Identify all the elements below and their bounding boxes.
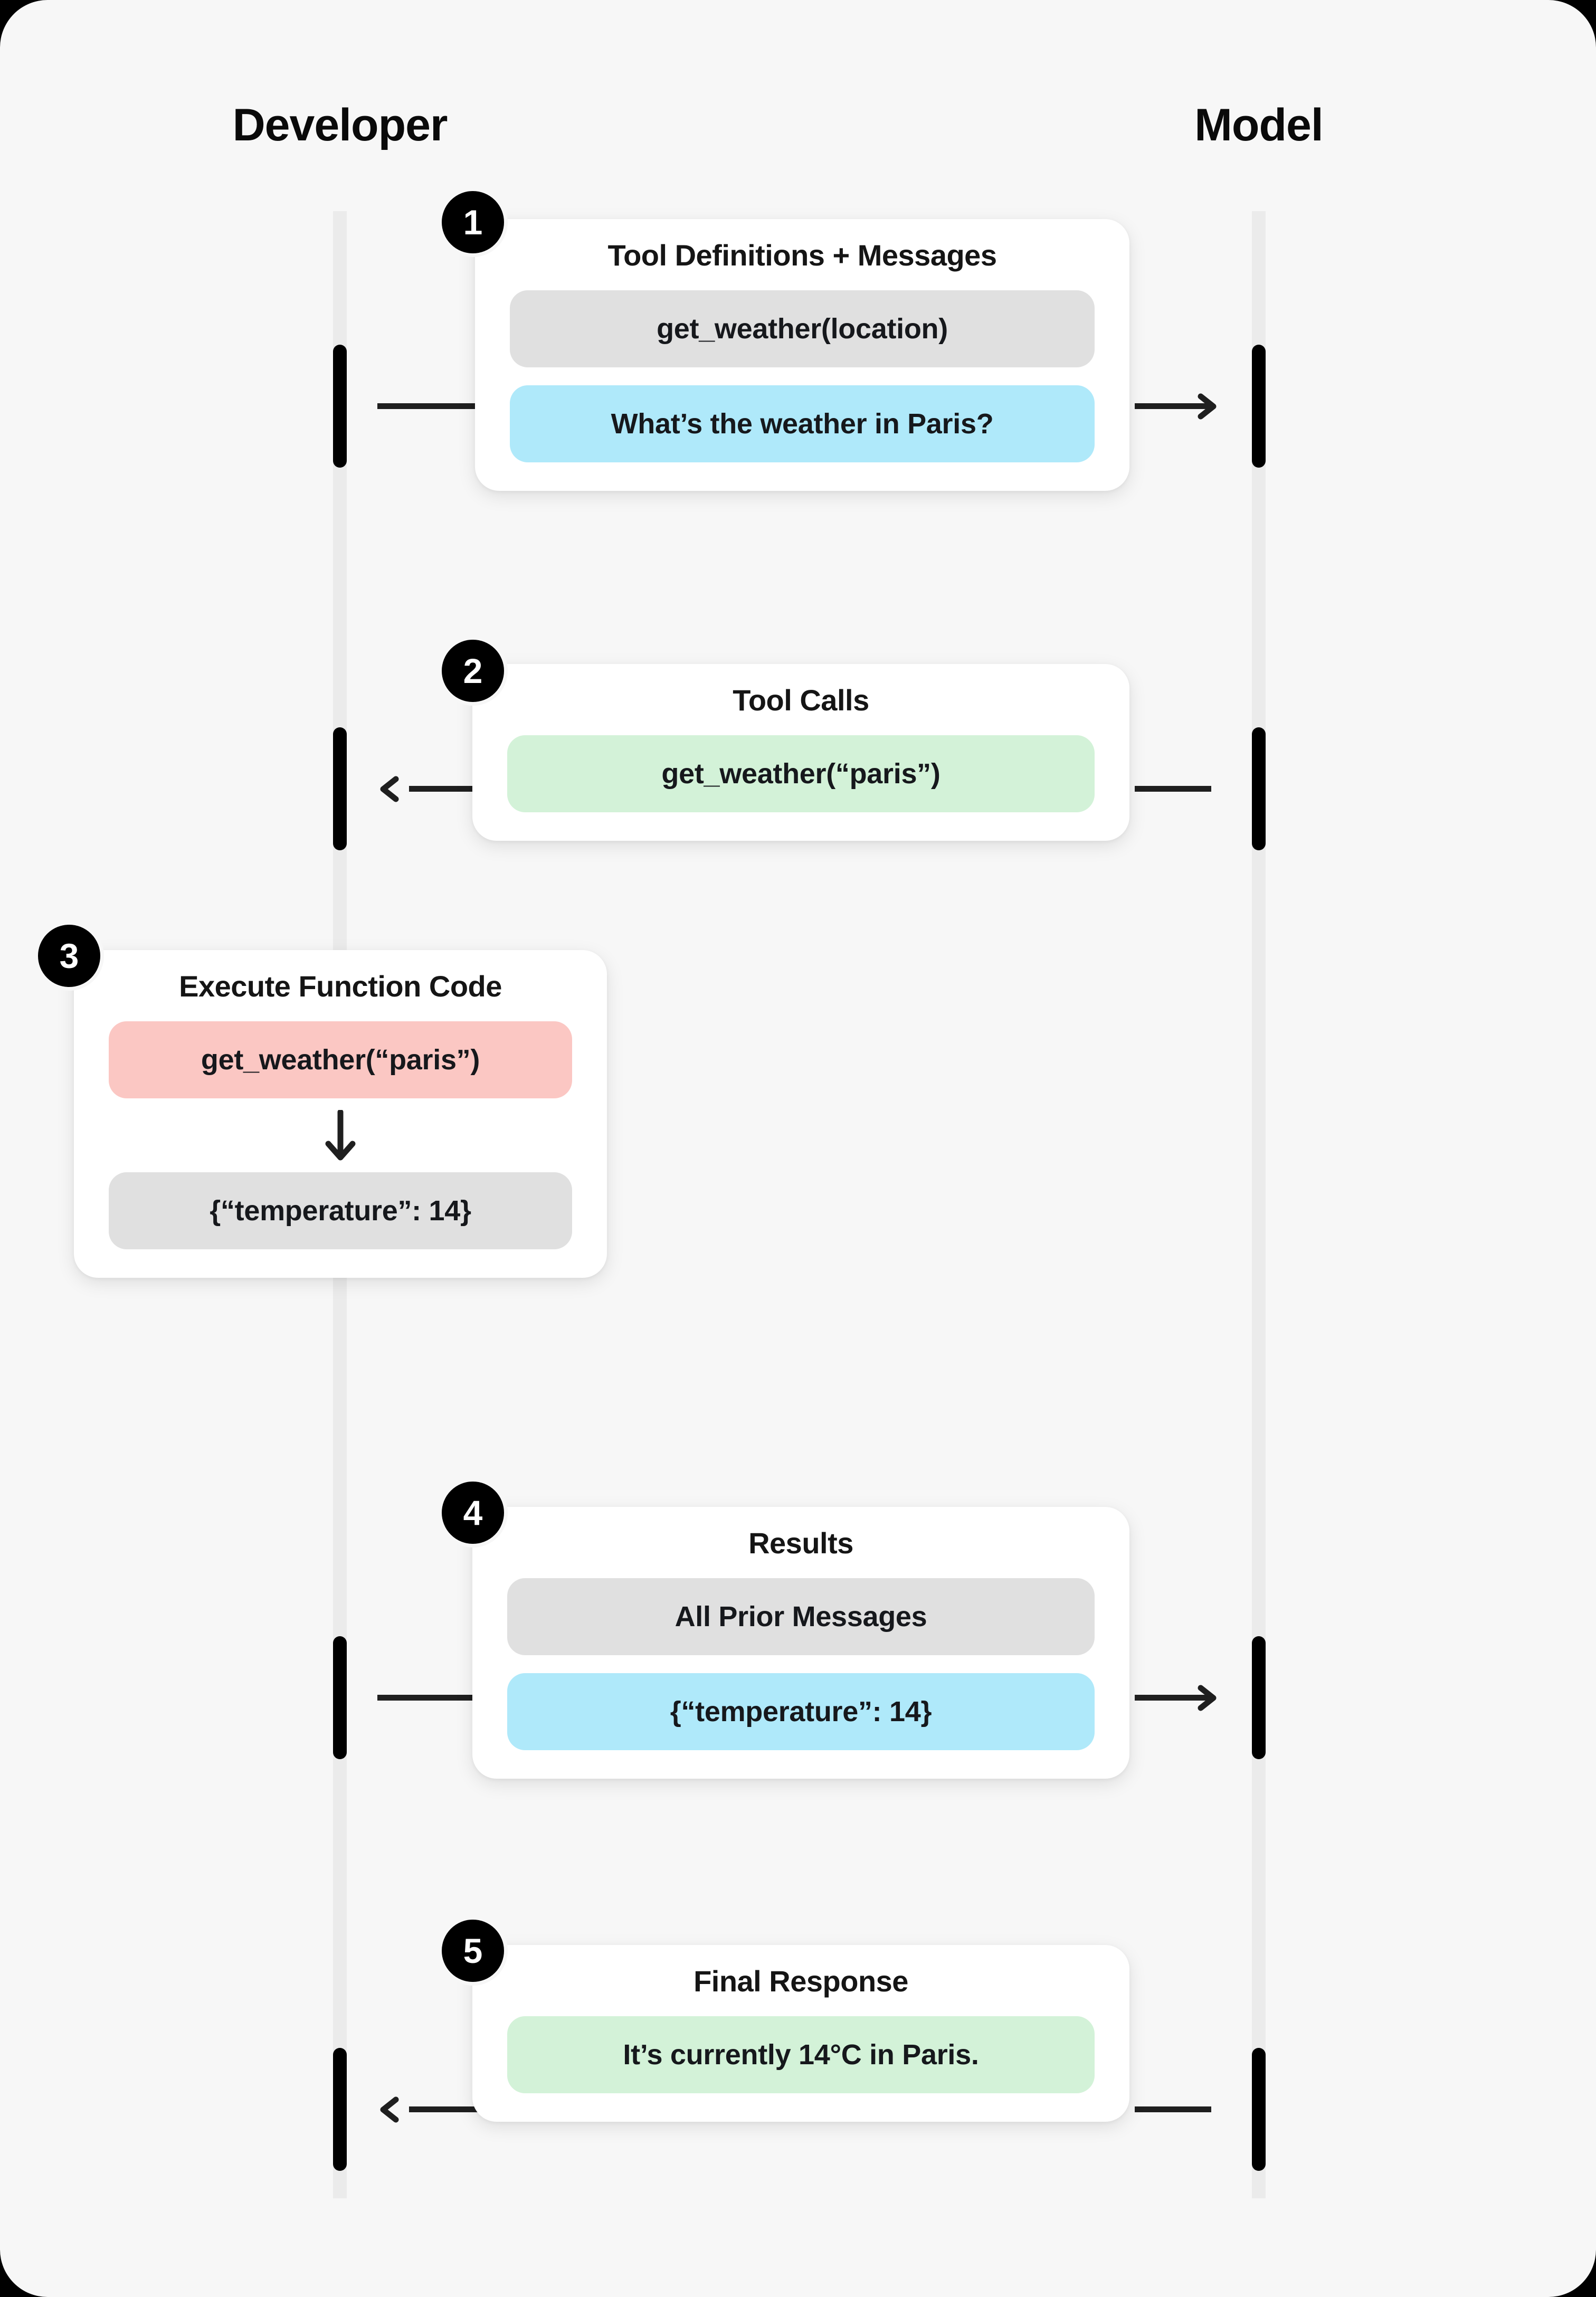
step-card-3[interactable]: Execute Function Code get_weather(“paris… xyxy=(74,950,607,1278)
activation-model-step-1 xyxy=(1252,345,1266,468)
step-badge-3-number: 3 xyxy=(59,936,79,975)
step-card-4-title: Results xyxy=(748,1526,853,1560)
activation-developer-step-4 xyxy=(333,1636,347,1759)
step-card-2-chip-1: get_weather(“paris”) xyxy=(507,735,1095,812)
connector-step-4 xyxy=(377,1695,496,1701)
lane-label-developer: Developer xyxy=(232,100,448,150)
connector-step-4-tail xyxy=(1135,1695,1209,1701)
step-badge-3: 3 xyxy=(34,921,104,991)
step-badge-1: 1 xyxy=(438,187,508,257)
lane-label-model: Model xyxy=(1194,100,1323,150)
step-card-4[interactable]: Results All Prior Messages {“temperature… xyxy=(472,1507,1129,1779)
step-card-3-chip-2: {“temperature”: 14} xyxy=(109,1172,572,1249)
step-card-5-title: Final Response xyxy=(694,1964,908,1998)
activation-model-step-4 xyxy=(1252,1636,1266,1759)
step-card-4-chip-1: All Prior Messages xyxy=(507,1578,1095,1655)
step-badge-5: 5 xyxy=(438,1916,508,1986)
step-card-1[interactable]: Tool Definitions + Messages get_weather(… xyxy=(475,219,1129,491)
step-badge-4: 4 xyxy=(438,1478,508,1548)
step-card-3-chip-1: get_weather(“paris”) xyxy=(109,1021,572,1098)
lifeline-model xyxy=(1252,211,1266,2198)
step-badge-1-number: 1 xyxy=(463,203,483,242)
step-card-2[interactable]: Tool Calls get_weather(“paris”) xyxy=(472,664,1129,841)
arrowhead-right-step-1 xyxy=(1190,391,1221,422)
connector-step-2-tail xyxy=(1135,786,1211,792)
arrowhead-left-step-5 xyxy=(376,2094,406,2125)
step-badge-4-number: 4 xyxy=(463,1493,483,1532)
activation-model-step-2 xyxy=(1252,727,1266,850)
step-card-5[interactable]: Final Response It’s currently 14°C in Pa… xyxy=(472,1945,1129,2122)
activation-developer-step-5 xyxy=(333,2048,347,2171)
step-card-3-title: Execute Function Code xyxy=(179,970,502,1003)
step-badge-2-number: 2 xyxy=(463,651,483,690)
connector-step-1-tail xyxy=(1135,403,1209,409)
arrowhead-left-step-2 xyxy=(376,774,406,804)
step-badge-5-number: 5 xyxy=(463,1931,483,1970)
activation-model-step-5 xyxy=(1252,2048,1266,2171)
connector-step-5 xyxy=(409,2106,499,2112)
activation-developer-step-1 xyxy=(333,345,347,468)
connector-step-2 xyxy=(409,786,499,792)
step-card-5-chip-1: It’s currently 14°C in Paris. xyxy=(507,2016,1095,2093)
step-card-1-title: Tool Definitions + Messages xyxy=(607,239,997,272)
step-badge-2: 2 xyxy=(438,636,508,706)
connector-step-1 xyxy=(377,403,496,409)
down-arrow-icon xyxy=(323,1110,358,1161)
step-card-2-title: Tool Calls xyxy=(733,684,869,717)
step-card-1-chip-2: What’s the weather in Paris? xyxy=(510,385,1095,462)
step-card-4-chip-2: {“temperature”: 14} xyxy=(507,1673,1095,1750)
connector-step-5-tail xyxy=(1135,2106,1211,2112)
step-card-1-chip-1: get_weather(location) xyxy=(510,290,1095,367)
activation-developer-step-2 xyxy=(333,727,347,850)
arrowhead-right-step-4 xyxy=(1190,1683,1221,1713)
